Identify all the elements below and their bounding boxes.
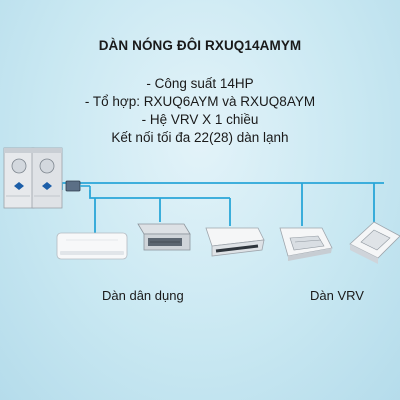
wall-mounted-unit-icon <box>56 232 128 260</box>
ceiling-1way-cassette-icon <box>205 227 265 257</box>
spec-combination: - Tổ hợp: RXUQ6AYM và RXUQ8AYM <box>84 94 316 109</box>
main-pipe <box>61 182 384 233</box>
spec-max-connection: Kết nối tối đa 22(28) dàn lạnh <box>111 130 289 145</box>
residential-group-label: Dàn dân dụng <box>102 288 184 303</box>
spec-system: - Hệ VRV X 1 chiều <box>141 112 259 127</box>
twin-outdoor-unit-icon <box>3 147 63 209</box>
spec-capacity: - Công suất 14HP <box>146 76 254 91</box>
ducted-unit-icon <box>137 223 191 251</box>
ceiling-2way-cassette-icon <box>279 227 333 261</box>
refnet-joint-icon <box>65 180 91 192</box>
ceiling-4way-cassette-icon <box>349 221 400 264</box>
diagram-title: DÀN NÓNG ĐÔI RXUQ14AMYM <box>98 38 302 53</box>
vrv-group-label: Dàn VRV <box>310 288 364 303</box>
spec-list: - Công suất 14HP - Tổ hợp: RXUQ6AYM và R… <box>0 75 400 147</box>
